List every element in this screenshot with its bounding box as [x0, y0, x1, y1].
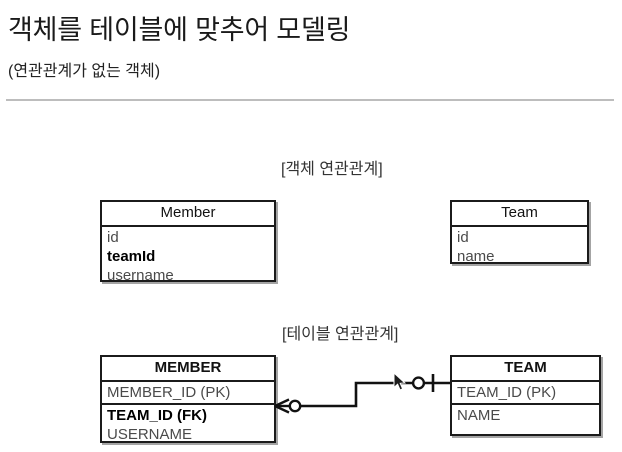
team-object-fields: id name [452, 227, 587, 268]
page-subtitle: (연관관계가 없는 객체) [8, 63, 161, 80]
zero-circle-member-side [288, 399, 302, 413]
relationship-connector [274, 374, 450, 414]
team-table-field-name: NAME [457, 407, 501, 424]
team-table-field-team-id: TEAM_ID (PK) [452, 383, 599, 405]
table-relation-caption: [테이블 연관관계] [282, 326, 399, 343]
team-table-title: TEAM [452, 357, 599, 382]
member-table-title: MEMBER [102, 357, 274, 382]
member-table-field-username: USERNAME [107, 426, 193, 443]
team-object-title: Team [452, 202, 587, 227]
header-divider [6, 99, 614, 101]
mouse-pointer-cursor [393, 372, 407, 391]
team-table-box: TEAM TEAM_ID (PK) NAME [450, 355, 601, 436]
member-object-field-id: id [107, 229, 119, 246]
member-object-box: Member id teamId username [100, 200, 276, 284]
member-table-field-team-id: TEAM_ID (FK) [107, 407, 207, 424]
member-object-title: Member [102, 202, 274, 227]
member-object-field-username: username [107, 267, 174, 284]
member-object-fields: id teamId username [102, 227, 274, 287]
team-object-box: Team id name [450, 200, 589, 265]
member-object-field-teamid: teamId [107, 248, 156, 265]
one-tick-symbol [424, 374, 450, 392]
member-table-fields: MEMBER_ID (PK) TEAM_ID (FK) USERNAME [102, 382, 274, 446]
team-table-fields: TEAM_ID (PK) NAME [452, 382, 599, 427]
page-title: 객체를 테이블에 맞추어 모델링 [8, 15, 351, 45]
object-relation-caption: [객체 연관관계] [281, 161, 383, 178]
team-object-field-name: name [457, 248, 495, 265]
zero-circle-team-side [411, 376, 426, 390]
crowsfoot-many-symbol [274, 398, 290, 414]
member-table-box: MEMBER MEMBER_ID (PK) TEAM_ID (FK) USERN… [100, 355, 276, 443]
team-object-field-id: id [457, 229, 469, 246]
member-table-field-member-id: MEMBER_ID (PK) [102, 383, 274, 405]
